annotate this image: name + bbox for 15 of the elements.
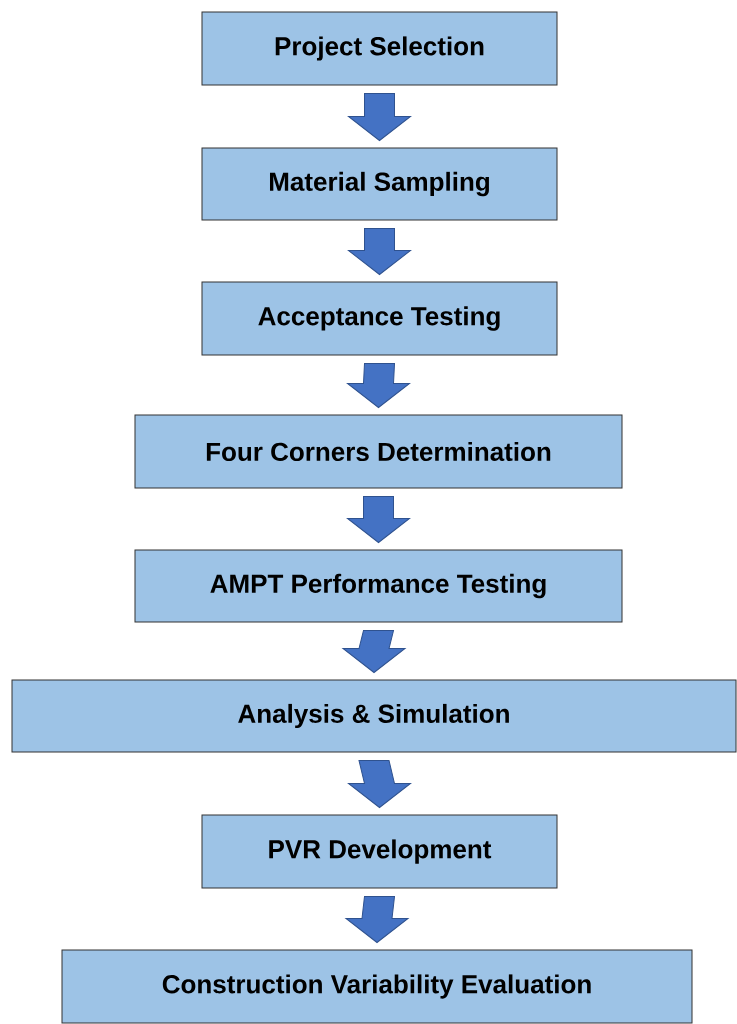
process-box: Construction Variability Evaluation — [61, 949, 693, 1024]
block-arrow — [348, 760, 411, 808]
process-box: Acceptance Testing — [201, 281, 558, 356]
block-arrow — [345, 896, 409, 943]
process-box: Four Corners Determination — [134, 414, 623, 489]
block-arrow — [347, 496, 410, 543]
process-box: Material Sampling — [201, 147, 558, 221]
process-box: Analysis & Simulation — [11, 679, 737, 753]
process-box: Project Selection — [201, 11, 558, 86]
process-box: AMPT Performance Testing — [134, 549, 623, 623]
block-arrow — [347, 363, 410, 408]
block-arrow — [342, 630, 406, 673]
block-arrow — [348, 228, 411, 275]
process-box: PVR Development — [201, 814, 558, 889]
block-arrow — [348, 93, 411, 141]
